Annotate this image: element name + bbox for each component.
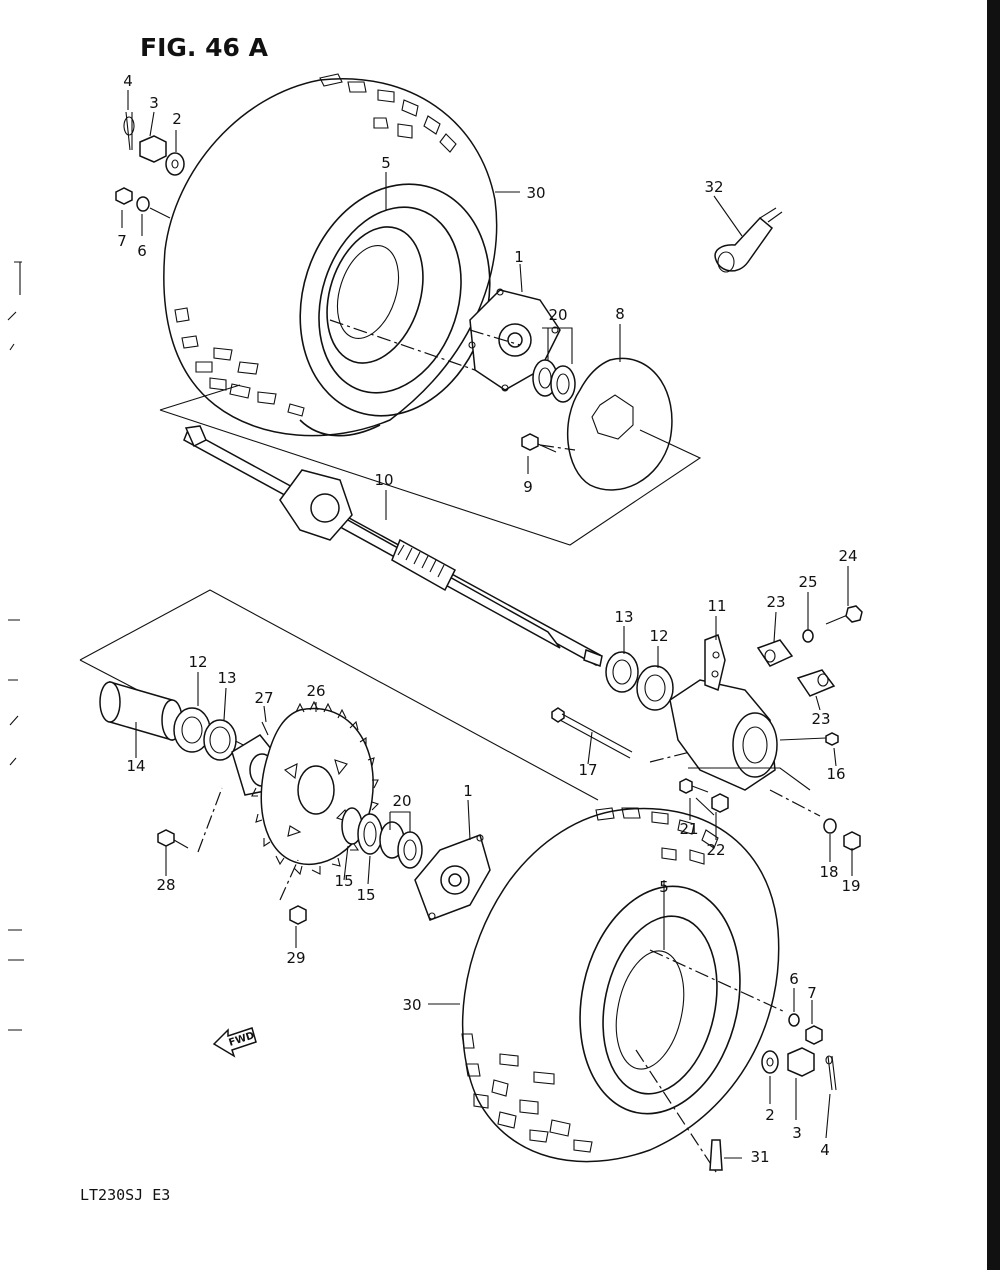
seal-13-lower (203, 719, 237, 761)
callout-15-left: 15 (334, 872, 353, 890)
callout-18: 18 (819, 863, 838, 881)
callout-5-bottom: 5 (659, 878, 669, 896)
lower-tire-illustration (461, 807, 780, 1163)
callout-23-top: 23 (766, 593, 785, 611)
page-border (987, 0, 1000, 1270)
brake-disc (567, 357, 673, 491)
callout-10: 10 (374, 471, 393, 489)
part-14 (99, 681, 183, 741)
callout-13-right: 13 (614, 608, 633, 626)
callout-25: 25 (798, 573, 817, 591)
bearing-12-lower (173, 707, 211, 753)
callout-9: 9 (523, 478, 533, 496)
callout-6-top: 6 (137, 242, 147, 260)
bolt-28 (157, 787, 223, 853)
nut-29 (279, 859, 307, 925)
figure-title: FIG. 46 A (140, 33, 269, 62)
callout-19: 19 (841, 877, 860, 895)
callout-20-top: 20 (548, 306, 567, 324)
callout-6-bottom: 6 (789, 970, 799, 988)
clamp-23 (756, 639, 836, 697)
callout-8: 8 (615, 305, 625, 323)
callout-11: 11 (707, 597, 726, 615)
sprocket-26 (251, 700, 380, 876)
callout-1-top: 1 (514, 248, 524, 266)
callout-2-top: 2 (172, 110, 182, 128)
callout-16: 16 (826, 765, 845, 783)
lower-right-hardware (761, 1013, 837, 1091)
upper-center-line (329, 319, 576, 451)
callout-14: 14 (126, 757, 145, 775)
left-margin-marks (7, 261, 24, 1031)
callout-31: 31 (750, 1148, 769, 1166)
nut-22 (711, 793, 729, 813)
callout-13-left: 13 (217, 669, 236, 687)
upper-assembly-outline (159, 384, 702, 546)
lower-bearings (379, 821, 423, 869)
lower-hub (414, 834, 491, 921)
bolt-17 (551, 707, 691, 763)
callout-20-bottom: 20 (392, 792, 411, 810)
model-code: LT230SJ E3 (80, 1186, 170, 1204)
callout-12-right: 12 (649, 627, 668, 645)
callout-12-left: 12 (188, 653, 207, 671)
callout-3-top: 3 (149, 94, 159, 112)
nut-25 (802, 629, 814, 643)
part-32 (714, 207, 783, 273)
rear-axle (183, 425, 603, 668)
callout-24: 24 (838, 547, 857, 565)
stud-21 (679, 778, 709, 794)
nut-19 (843, 831, 861, 851)
carrier-outline (688, 767, 811, 816)
callout-17: 17 (578, 761, 597, 779)
bolt-9 (521, 433, 557, 453)
callout-2-bottom: 2 (765, 1106, 775, 1124)
bolt-24 (825, 605, 863, 625)
valve-31 (709, 1139, 742, 1171)
callout-32: 32 (704, 178, 723, 196)
callout-22: 22 (706, 841, 725, 859)
callout-30-top: 30 (526, 184, 545, 202)
upper-tire-illustration (163, 73, 498, 437)
seal-13-upper (605, 651, 639, 693)
callout-26: 26 (306, 682, 325, 700)
bearing-12-upper (636, 665, 674, 711)
callout-27: 27 (254, 689, 273, 707)
callout-23-bottom: 23 (811, 710, 830, 728)
callout-29: 29 (286, 949, 305, 967)
washer-18 (823, 818, 837, 834)
callout-4-top: 4 (123, 72, 133, 90)
seals-15 (341, 807, 383, 855)
callout-4-bottom: 4 (820, 1141, 830, 1159)
leader-lines (121, 90, 853, 1139)
callout-3-bottom: 3 (792, 1124, 802, 1142)
carrier-center-line (769, 789, 821, 817)
upper-bearings (532, 359, 576, 403)
callout-28: 28 (156, 876, 175, 894)
callout-1-bottom: 1 (463, 782, 473, 800)
callout-21: 21 (679, 820, 698, 838)
callout-30-bottom: 30 (402, 996, 421, 1014)
upper-left-hardware (115, 111, 185, 219)
bolt-16 (779, 732, 839, 746)
axle-carrier-11 (669, 634, 778, 791)
callout-5-top: 5 (381, 154, 391, 172)
callout-7-top: 7 (117, 232, 127, 250)
callout-labels: 4 3 2 7 6 5 30 1 20 8 9 32 10 24 25 23 1… (117, 72, 860, 1166)
callout-7-bottom: 7 (807, 984, 817, 1002)
callout-15-right: 15 (356, 886, 375, 904)
forward-arrow-icon: FWD (212, 1027, 257, 1058)
